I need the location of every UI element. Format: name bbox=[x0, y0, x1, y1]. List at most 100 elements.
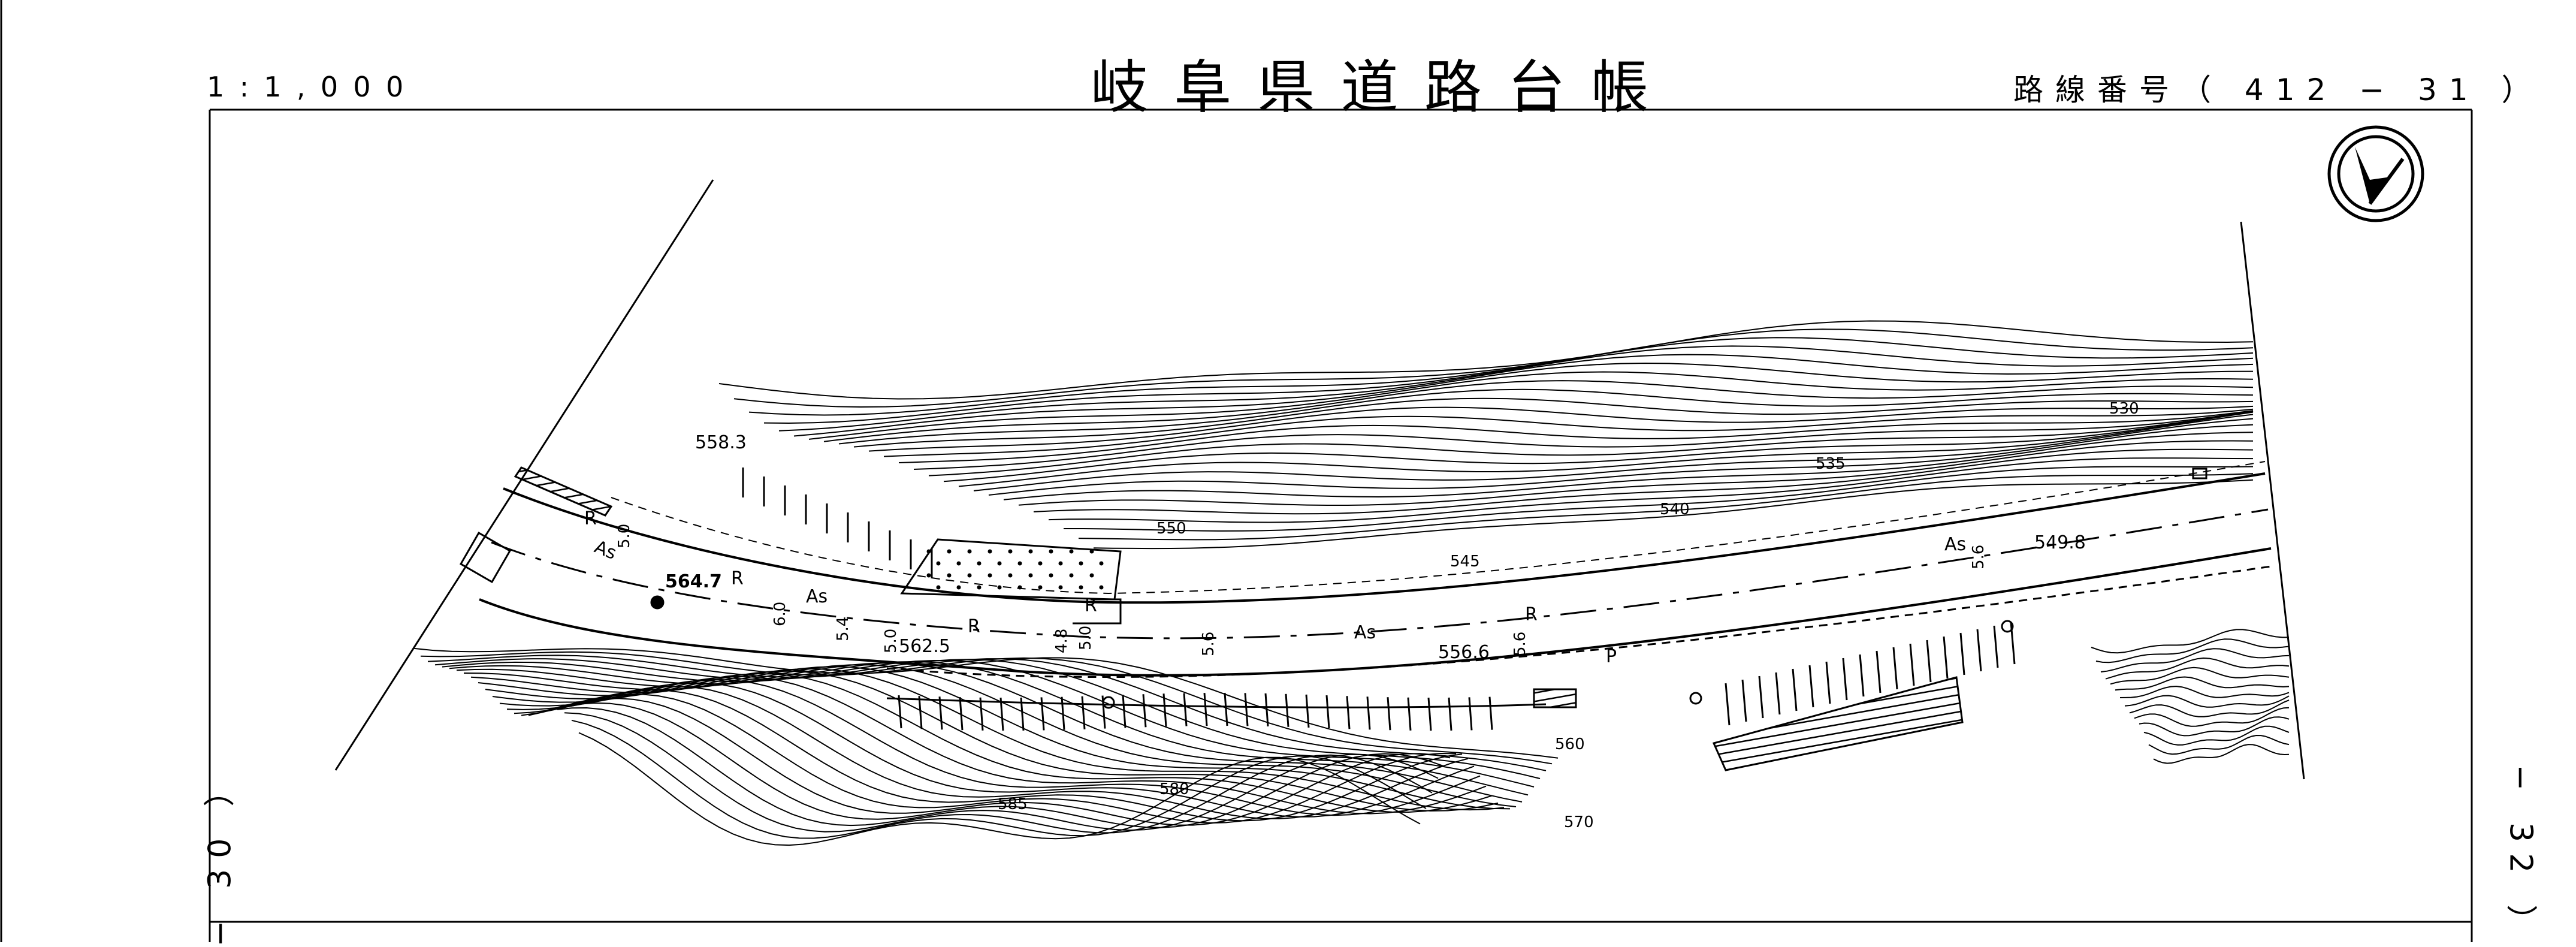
slope-tick bbox=[1224, 692, 1228, 726]
planted-dot bbox=[967, 549, 972, 554]
slope-tick bbox=[1448, 697, 1452, 731]
contour-label: 535 bbox=[1816, 455, 1846, 473]
planted-dot bbox=[967, 573, 972, 578]
slope-tick bbox=[979, 697, 984, 731]
contour-line bbox=[733, 328, 2254, 408]
planted-dot bbox=[1017, 585, 1022, 590]
contour-line bbox=[499, 675, 1487, 815]
contour-line bbox=[898, 410, 2254, 463]
contour-line bbox=[1018, 440, 2254, 506]
contour-label: 560 bbox=[1555, 735, 1585, 753]
road-width-label: 5.4 bbox=[834, 617, 852, 641]
contour-line bbox=[913, 410, 2254, 470]
contour-line bbox=[449, 661, 1529, 796]
road-width-label: 5.0 bbox=[1077, 626, 1095, 650]
road-edge-upper bbox=[503, 472, 2266, 604]
planted-dot bbox=[987, 549, 992, 554]
slope-tick bbox=[1859, 654, 1865, 697]
road-width-label: 5.0 bbox=[615, 524, 633, 548]
contour-label: 550 bbox=[1156, 520, 1186, 538]
slope-tick bbox=[1366, 696, 1371, 730]
planted-dot bbox=[936, 585, 941, 590]
road-mark: R bbox=[1085, 595, 1097, 616]
slope-tick bbox=[1943, 636, 1949, 679]
slope-tick bbox=[1976, 629, 1982, 672]
slope-tick bbox=[1775, 672, 1781, 715]
contour-label: 585 bbox=[998, 795, 1028, 813]
slope-tick bbox=[1725, 683, 1731, 726]
contour-line bbox=[2119, 686, 2290, 698]
planted-dot bbox=[977, 561, 982, 566]
contour-line bbox=[748, 337, 2254, 416]
contour-label: 540 bbox=[1660, 500, 1690, 518]
contour-line bbox=[456, 662, 1523, 803]
contour-line bbox=[2105, 657, 2290, 680]
contour-line bbox=[868, 405, 2254, 452]
planted-dot bbox=[1058, 561, 1063, 566]
elevation-label: 564.7 bbox=[665, 571, 722, 592]
road-mark: R bbox=[584, 508, 597, 529]
planted-dot bbox=[1028, 549, 1033, 554]
contour-line bbox=[718, 320, 2254, 400]
slope-tick bbox=[1040, 697, 1045, 731]
contour-line bbox=[427, 655, 1547, 771]
road-width-label: 6.0 bbox=[771, 602, 789, 626]
contour-line bbox=[2095, 638, 2290, 663]
surface-label: As bbox=[806, 586, 828, 607]
contour-line bbox=[1078, 473, 2254, 541]
planted-dot bbox=[997, 585, 1002, 590]
slope-tick bbox=[1122, 695, 1127, 728]
planted-dot bbox=[987, 573, 992, 578]
slope-tick bbox=[1142, 694, 1147, 728]
slope-tick bbox=[1468, 697, 1473, 731]
contour-line bbox=[1093, 479, 2254, 550]
contour-line bbox=[2148, 734, 2290, 755]
elevation-label: 558.3 bbox=[695, 432, 747, 453]
contour-line bbox=[943, 411, 2254, 482]
contour-line bbox=[2115, 676, 2290, 691]
planted-dot bbox=[977, 585, 982, 590]
planted-dot bbox=[1049, 573, 1053, 578]
road-mark: R bbox=[731, 568, 744, 589]
road-centerline bbox=[491, 508, 2269, 640]
slope-ticks bbox=[742, 468, 2016, 731]
contour-line bbox=[973, 418, 2254, 491]
contour-lines bbox=[413, 320, 2290, 846]
contour-line bbox=[853, 397, 2254, 448]
road-width-label: 4.8 bbox=[1053, 629, 1071, 653]
planted-dot bbox=[947, 549, 952, 554]
contour-line bbox=[2100, 648, 2290, 672]
slope-tick bbox=[1959, 632, 1965, 675]
road-shoulder bbox=[886, 565, 2272, 678]
contour-line bbox=[958, 414, 2254, 487]
elevation-label: 556.6 bbox=[1438, 642, 1490, 663]
contour-line bbox=[535, 693, 1457, 824]
road-width-label: 5.0 bbox=[882, 629, 900, 653]
elevation-label: 562.5 bbox=[899, 636, 950, 657]
surface-label: As bbox=[1354, 622, 1376, 643]
contour-line bbox=[2153, 744, 2290, 764]
contour-line bbox=[485, 670, 1499, 812]
contour-line bbox=[564, 712, 1433, 834]
slope-tick bbox=[918, 696, 923, 729]
contour-line bbox=[571, 719, 1427, 839]
contour-line bbox=[808, 371, 2254, 440]
planted-dot bbox=[1008, 549, 1013, 554]
slope-tick bbox=[1926, 640, 1932, 683]
contour-line bbox=[478, 668, 1505, 811]
contour-line bbox=[2134, 707, 2290, 727]
slope-tick bbox=[1741, 679, 1747, 722]
contour-line bbox=[2124, 695, 2290, 708]
contour-line bbox=[2110, 666, 2290, 685]
contour-line bbox=[542, 698, 1451, 826]
planted-dot bbox=[1099, 561, 1104, 566]
road-mark: P bbox=[1606, 646, 1617, 667]
planted-dot bbox=[1038, 561, 1043, 566]
slope-tick bbox=[1387, 697, 1391, 731]
gutter bbox=[886, 697, 1547, 708]
contour-line bbox=[413, 647, 1559, 759]
structures bbox=[459, 468, 2207, 709]
planted-dot bbox=[1058, 585, 1063, 590]
map-scale: 1:1,000 bbox=[207, 71, 419, 103]
